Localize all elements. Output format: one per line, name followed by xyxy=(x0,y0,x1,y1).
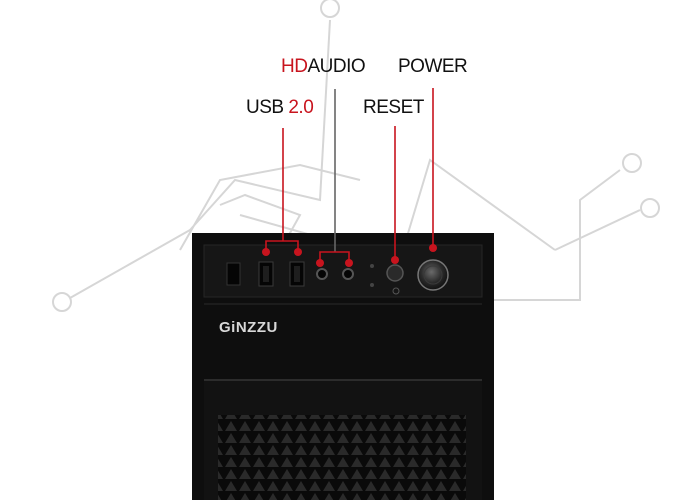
power-label: POWER xyxy=(398,56,468,77)
front-mesh xyxy=(218,415,466,500)
usb-label: USB 2.0 xyxy=(246,97,314,118)
power-button xyxy=(417,259,449,291)
hd-audio-label: HDAUDIO xyxy=(281,56,366,77)
front-slot xyxy=(226,262,241,286)
audio-jack-mic xyxy=(316,268,328,280)
audio-jack-headphone xyxy=(342,268,354,280)
reset-label: RESET xyxy=(363,97,424,118)
reset-button xyxy=(386,264,404,282)
usb-port-1 xyxy=(258,261,274,287)
usb-port-2 xyxy=(289,261,305,287)
brand-logo: GiNZZU xyxy=(219,319,278,336)
leader-lines xyxy=(265,88,434,263)
